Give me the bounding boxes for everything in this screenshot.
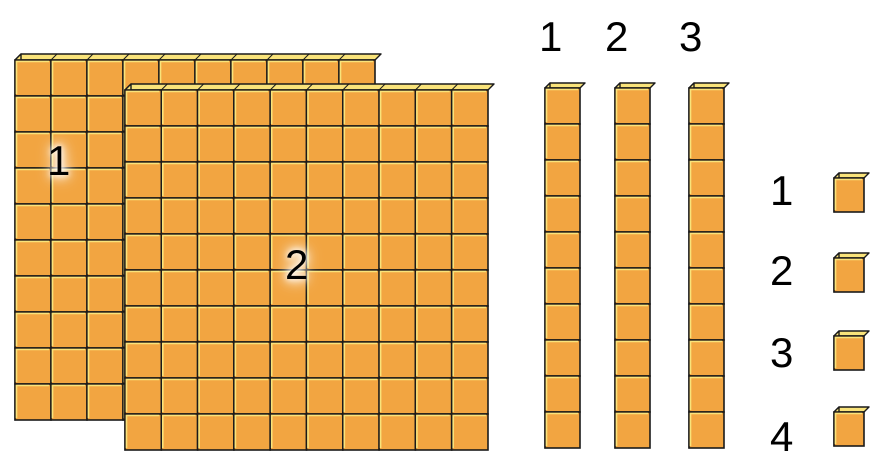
flat-label-2: 2: [285, 244, 308, 286]
unit-label-3: 3: [770, 332, 793, 374]
rod-block-3: [689, 83, 729, 448]
unit-label-1: 1: [770, 170, 793, 212]
rod-label-3: 3: [679, 16, 702, 58]
flat-label-1: 1: [47, 140, 70, 182]
unit-block-1: [834, 173, 869, 212]
unit-label-2: 2: [770, 250, 793, 292]
unit-block-4: [834, 407, 869, 446]
flat-block-2: [125, 84, 494, 450]
rod-label-1: 1: [539, 16, 562, 58]
unit-block-2: [834, 253, 869, 292]
rod-label-2: 2: [605, 16, 628, 58]
unit-block-3: [834, 331, 869, 370]
rod-block-2: [615, 83, 655, 448]
rod-block-1: [545, 83, 585, 448]
